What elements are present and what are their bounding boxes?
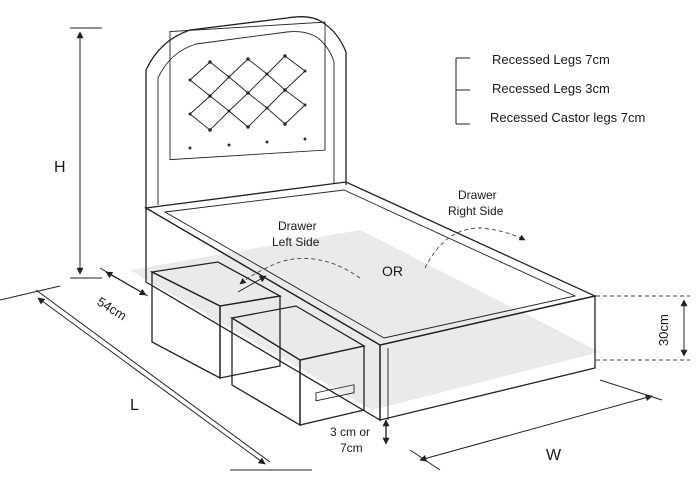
leg-option-1: Recessed Legs 7cm: [492, 52, 610, 67]
left-drawer-arrow: [239, 257, 361, 285]
drawer-handle: [315, 384, 355, 402]
length-dimension: [0, 285, 312, 471]
bed-base: [144, 181, 598, 422]
height-label: H: [54, 159, 66, 176]
leg-option-2: Recessed Legs 3cm: [492, 81, 610, 96]
tufting-buttons: [188, 54, 307, 150]
leg-options-bracket: [455, 57, 470, 125]
or-label: OR: [382, 263, 403, 279]
floor-shadow: [130, 230, 600, 410]
base-height-dimension: [596, 295, 690, 361]
leg-option-3: Recessed Castor legs 7cm: [490, 110, 645, 125]
height-dimension: [70, 27, 102, 279]
headboard: [145, 16, 347, 210]
width-label: W: [546, 447, 562, 464]
drawer-right-line2: Right Side: [448, 204, 504, 218]
drawer-left-line2: Left Side: [272, 235, 320, 249]
depth-label: 54cm: [94, 294, 129, 324]
drawer-right-line1: Drawer: [458, 188, 497, 202]
leg-height-line1: 3 cm or: [330, 425, 370, 439]
length-label: L: [130, 397, 139, 414]
leg-height-line2: 7cm: [340, 441, 363, 455]
base-height-label: 30cm: [656, 314, 671, 346]
width-dimension: [409, 379, 663, 471]
depth-dimension: [99, 267, 149, 297]
drawer-left-line1: Drawer: [278, 219, 317, 233]
right-drawer-arrow: [424, 227, 526, 269]
